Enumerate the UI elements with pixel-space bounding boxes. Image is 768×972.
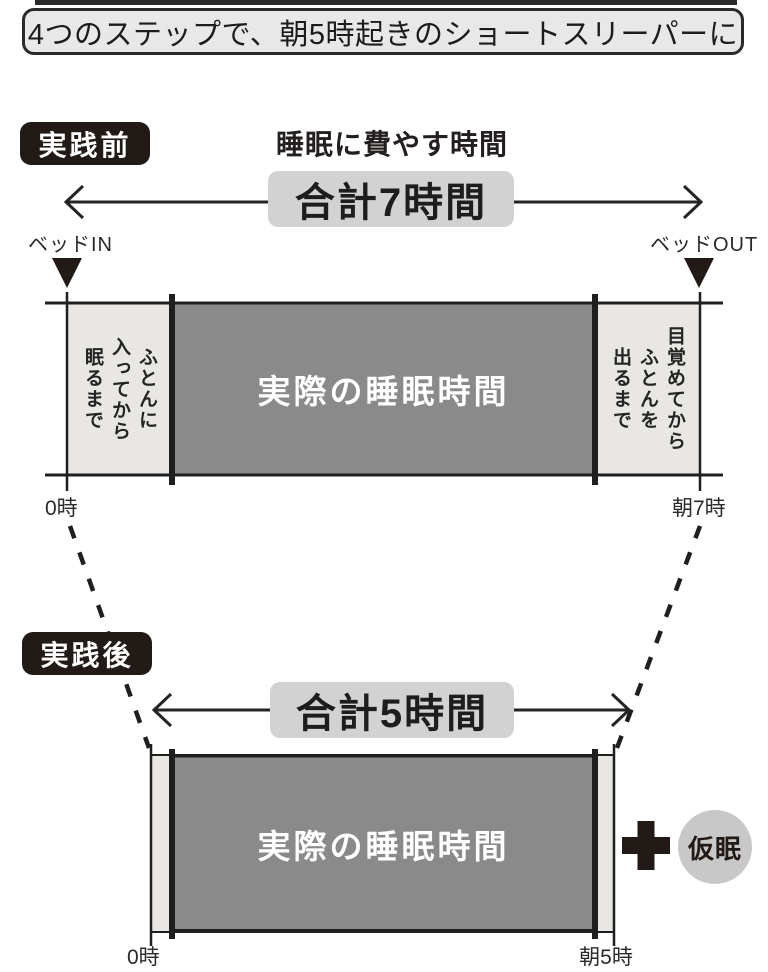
nap-badge: 仮眠 <box>678 810 752 884</box>
actual-sleep-bar-before <box>172 303 595 475</box>
total-5h-label: 合計5時間 <box>270 682 514 738</box>
time-0h-label-before: 0時 <box>45 497 78 520</box>
bed-out-label: ベッドOUT <box>650 234 759 256</box>
wake-up-line-2: ふとんを <box>637 347 658 431</box>
practice-before-badge: 実践前 <box>20 122 150 165</box>
total-7h-label: 合計7時間 <box>268 171 514 227</box>
dashed-connector-right <box>614 525 703 749</box>
arrow-left-head-icon <box>151 692 173 728</box>
bed-out-marker-icon <box>684 258 714 288</box>
fall-asleep-line-1: ふとんに <box>136 347 157 431</box>
wake-up-line-1: 目覚めてから <box>664 326 685 452</box>
time-0h-label-after: 0時 <box>127 946 160 969</box>
bed-in-label: ベッドIN <box>28 234 113 256</box>
time-5am-label: 朝5時 <box>579 946 633 969</box>
sleep-time-heading: 睡眠に費やす時間 <box>275 129 508 160</box>
actual-sleep-label-after: 実際の睡眠時間 <box>257 827 510 865</box>
arrow-left-head-icon <box>63 184 85 220</box>
arrow-right-head-icon <box>682 184 704 220</box>
time-7am-label: 朝7時 <box>672 497 726 520</box>
bed-in-marker-icon <box>52 258 82 288</box>
fall-asleep-duration-label: ふとんに 入ってから 眠るまで <box>67 310 172 468</box>
practice-after-badge: 実践後 <box>22 632 152 675</box>
timeline-bar-after <box>149 744 616 946</box>
actual-sleep-bar-after <box>172 755 595 932</box>
fall-asleep-line-3: 眠るまで <box>82 347 103 431</box>
page-title: 4つのステップで、朝5時起きのショートスリーパーに <box>22 8 744 55</box>
timeline-bar-before <box>45 292 723 491</box>
actual-sleep-label-before: 実際の睡眠時間 <box>257 373 510 410</box>
wake-up-duration-label: 目覚めてから ふとんを 出るまで <box>595 310 700 468</box>
wake-up-line-3: 出るまで <box>610 347 631 431</box>
arrow-right-head-icon <box>610 692 632 728</box>
plus-icon <box>622 821 670 870</box>
fall-asleep-line-2: 入ってから <box>109 336 130 442</box>
